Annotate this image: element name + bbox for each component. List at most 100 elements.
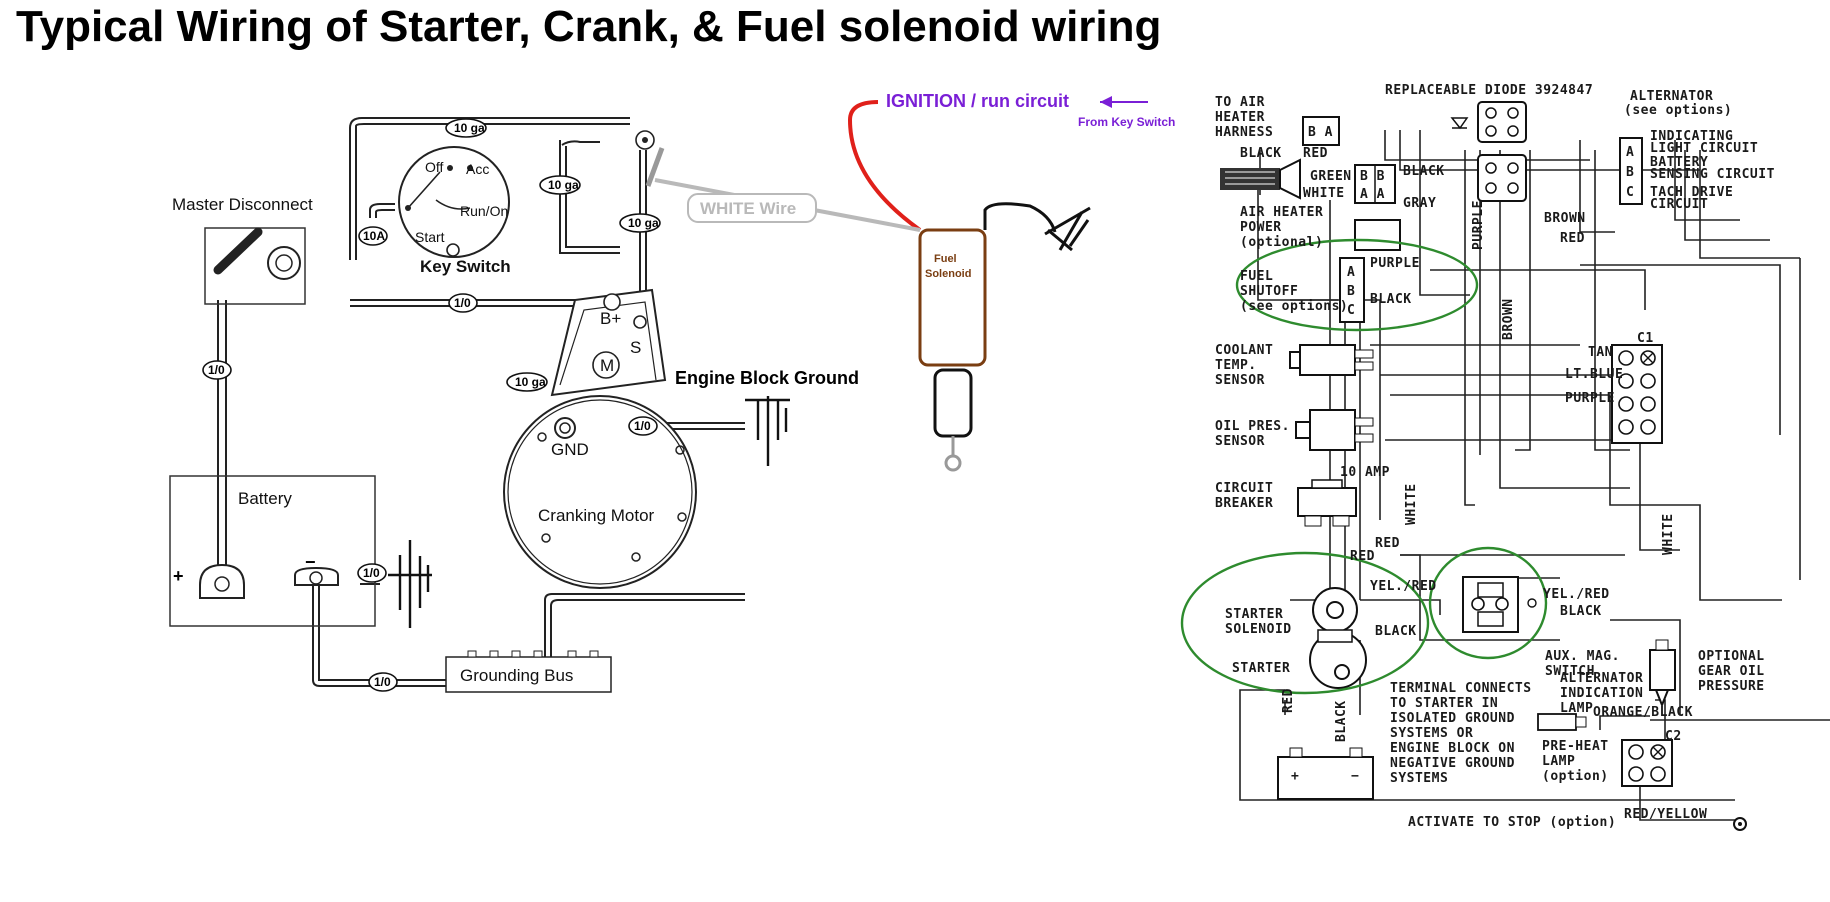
grounding-bus [445, 656, 612, 693]
wire-label-black-1: BLACK [1240, 146, 1282, 161]
preheat-l3: (option) [1542, 769, 1609, 784]
wire-label-black-5: BLACK [1375, 624, 1417, 639]
svg-text:1/0: 1/0 [454, 296, 471, 310]
ground-symbol-engine [745, 396, 790, 466]
svg-text:10 ga: 10 ga [628, 216, 659, 230]
gauge-tag-1: 10 ga [445, 118, 487, 138]
svg-text:10 ga: 10 ga [515, 375, 546, 389]
battery-sensing-l2: SENSING CIRCUIT [1650, 167, 1775, 182]
tach-drive-l2: CIRCUIT [1650, 197, 1708, 212]
optional-gear-l3: PRESSURE [1698, 679, 1765, 694]
wire-label-yelred-1: YEL./RED [1370, 579, 1437, 594]
alt-lamp-l2: INDICATION [1560, 686, 1643, 701]
aux-mag-l1: AUX. MAG. [1545, 649, 1620, 664]
starter-solenoid-l1: STARTER [1225, 607, 1283, 622]
highlight-fuel-shutoff [1235, 238, 1479, 332]
gauge-tag-8: 1/0 [357, 563, 387, 583]
key-off-label: Off [425, 159, 444, 175]
wire-label-brown-1: BROWN [1544, 211, 1586, 226]
white-wire-tag [687, 193, 817, 223]
svg-text:10 ga: 10 ga [454, 121, 485, 135]
optional-gear-l1: OPTIONAL [1698, 649, 1765, 664]
battery-box [169, 475, 376, 627]
fuel-solenoid-body [918, 228, 987, 367]
gauge-tag-5: 1/0 [448, 293, 478, 313]
wire-label-purple-1: PURPLE [1370, 256, 1420, 271]
gnd-label: GND [551, 440, 589, 459]
fuel-solenoid-plunger [933, 368, 973, 438]
gauge-tag-6: 1/0 [202, 360, 232, 380]
gauge-tag-3: 10 ga [619, 213, 661, 233]
wire-label-red-2: RED [1560, 231, 1585, 246]
svg-text:B B: B B [1360, 169, 1385, 184]
ground-symbol-battery [388, 540, 432, 628]
svg-text:B: B [1347, 284, 1355, 299]
fuel-solenoid-label-1: Fuel [934, 253, 957, 265]
key-switch-label: Key Switch [420, 257, 511, 276]
air-heater-harness-l3: HARNESS [1215, 125, 1273, 140]
grounding-bus-label: Grounding Bus [460, 666, 573, 685]
master-disconnect-lever[interactable] [213, 227, 263, 275]
battery-minus-label: − [305, 552, 316, 572]
fuel-solenoid-section: IGNITION / run circuit From Key Switch W… [654, 91, 1175, 472]
wire-label-black-3: BLACK [1370, 292, 1412, 307]
activate-to-stop-label: ACTIVATE TO STOP (option) [1408, 815, 1616, 830]
ignition-label: IGNITION / run circuit [886, 91, 1069, 111]
tach-drive-l1: TACH DRIVE [1650, 185, 1733, 200]
b-plus-label: B+ [600, 309, 621, 328]
svg-text:+: + [1291, 769, 1299, 784]
right-battery [1277, 756, 1374, 800]
wire-label-purple-2: PURPLE [1565, 391, 1615, 406]
battery-plus-label: + [173, 566, 184, 586]
gauge-tag-7: 1/0 [628, 416, 658, 436]
wire-label-white-vert-2: WHITE [1661, 513, 1676, 555]
ten-amp-label: 10 AMP [1340, 465, 1390, 480]
ignition-wire [847, 100, 922, 232]
wire-label-gray: GRAY [1403, 196, 1436, 211]
fuel-shutoff-l2: SHUTOFF [1240, 284, 1298, 299]
engine-block-ground-label: Engine Block Ground [675, 368, 859, 388]
fuse-tag: 10A [358, 226, 388, 246]
key-switch[interactable] [398, 146, 510, 258]
wire-label-red-vert: RED [1281, 688, 1296, 713]
from-key-switch-label: From Key Switch [1078, 115, 1175, 129]
svg-text:10A: 10A [363, 229, 385, 243]
wire-label-black-vert: BLACK [1334, 700, 1349, 742]
preheat-l1: PRE-HEAT [1542, 739, 1609, 754]
terminal-l2: TO STARTER IN [1390, 696, 1498, 711]
aux-mag-l2: SWITCH [1545, 664, 1595, 679]
circuit-breaker-l1: CIRCUIT [1215, 481, 1273, 496]
highlight-starter-solenoid [1180, 551, 1430, 695]
svg-text:C: C [1347, 303, 1355, 318]
battery-label: Battery [238, 489, 292, 508]
gauge-tag-4: 10 ga [506, 372, 548, 392]
gauge-tag-9: 1/0 [368, 672, 398, 692]
page-title: Typical Wiring of Starter, Crank, & Fuel… [16, 2, 1162, 51]
terminal-l4: SYSTEMS OR [1390, 726, 1473, 741]
wire-label-white-vert-1: WHITE [1404, 483, 1419, 525]
wire-label-black-2: BLACK [1403, 164, 1445, 179]
svg-text:10 ga: 10 ga [548, 178, 579, 192]
s-terminal-label: S [630, 338, 641, 357]
starter-solenoid-l2: SOLENOID [1225, 622, 1292, 637]
svg-text:B: B [1626, 165, 1634, 180]
terminal-l7: SYSTEMS [1390, 771, 1448, 786]
alt-lamp-l1: ALTERNATOR [1560, 671, 1643, 686]
wire-label-red-yellow: RED/YELLOW [1624, 807, 1707, 822]
indicating-light-l1: INDICATING [1650, 129, 1733, 144]
svg-text:1/0: 1/0 [634, 419, 651, 433]
fuel-solenoid-label-2: Solenoid [925, 268, 971, 280]
key-run-label: Run/On [460, 203, 508, 219]
terminal-l3: ISOLATED GROUND [1390, 711, 1515, 726]
svg-text:A A: A A [1360, 187, 1385, 202]
preheat-l2: LAMP [1542, 754, 1575, 769]
terminal-l5: ENGINE BLOCK ON [1390, 741, 1515, 756]
air-heater-power-l3: (optional) [1240, 235, 1323, 250]
terminal-l6: NEGATIVE GROUND [1390, 756, 1515, 771]
svg-text:A: A [1347, 265, 1355, 280]
key-start-label: Start [415, 229, 445, 245]
wire-label-yelred-2: YEL./RED [1543, 587, 1610, 602]
wire-label-red-1: RED [1303, 146, 1328, 161]
left-wiring-diagram: Master Disconnect Off Acc Run/On Start K… [169, 117, 859, 693]
